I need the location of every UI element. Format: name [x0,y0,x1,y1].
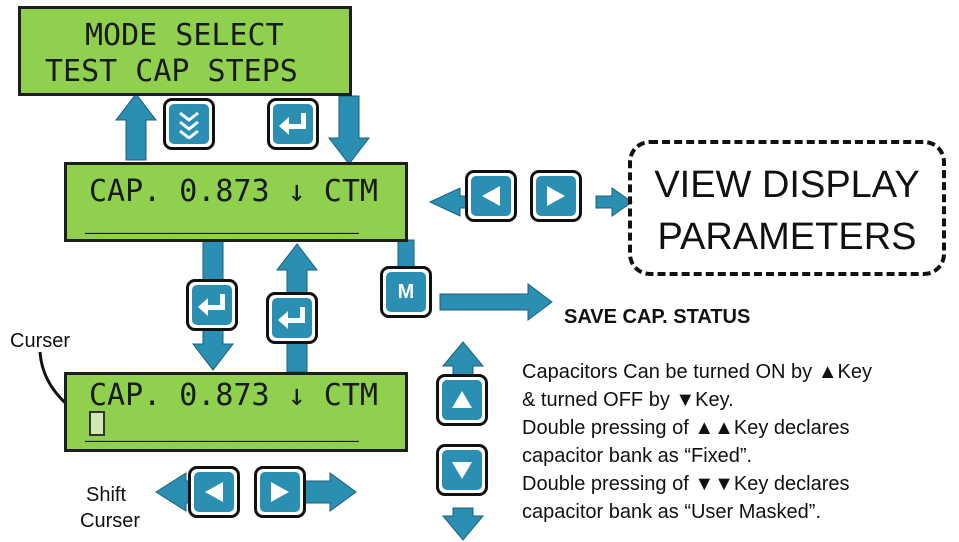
view-display-line2: PARAMETERS [657,216,917,258]
lcd-cap-display: CAP. 0.873 ↓ CTM ________________ [64,162,408,242]
left-key-bottom[interactable] [188,466,240,518]
down-arrow-icon [452,462,472,479]
lcd-edit-line2: ________________ [85,408,359,443]
arrow-to-mode-select [114,93,158,161]
left-key-top[interactable] [465,170,517,222]
description-block: Capacitors Can be turned ON by ▲Key & tu… [522,358,958,526]
right-key-top[interactable] [530,170,582,222]
description-line: capacitor bank as “Fixed”. [522,445,753,467]
arrow-up-key-line [441,341,485,379]
enter-icon [198,294,225,316]
cursor-block [89,411,105,436]
lcd-cap-line1: CAP. 0.873 ↓ CTM [89,174,378,209]
arrow-shift-left [155,472,191,512]
description-line: capacitor bank as “User Masked”. [522,501,822,523]
arrow-shift-right [303,472,357,512]
left-arrow-icon [482,186,500,206]
description-line: Double pressing of ▲▲Key declares [522,417,850,439]
shift-label: Shift [86,484,127,506]
arrow-right-to-view [595,187,633,217]
up-arrow-icon [452,391,472,408]
m-key[interactable]: M [380,266,432,318]
description-line: Double pressing of ▼▼Key declares [522,473,850,495]
right-key-bottom[interactable] [254,466,306,518]
up-key[interactable] [436,374,488,426]
double-down-icon [179,111,199,139]
lcd-mode-line2: TEST CAP STEPS [45,54,298,89]
view-display-line1: VIEW DISPLAY [654,164,920,206]
lcd-mode-line1: MODE SELECT [85,18,284,53]
down-key[interactable] [436,444,488,496]
left-arrow-icon [205,482,223,502]
curser-shift-label: Curser [80,510,141,532]
m-key-label: M [397,280,415,303]
enter-key-left[interactable] [186,279,238,331]
save-cap-status-label: SAVE CAP. STATUS [564,306,751,328]
lcd-cap-edit: CAP. 0.873 ↓ CTM ________________ [64,372,408,452]
arrow-left-to-cap [428,187,471,217]
enter-key-right[interactable] [266,292,318,344]
view-display-box: VIEW DISPLAY PARAMETERS [628,140,946,276]
enter-icon [278,307,305,329]
description-line: Capacitors Can be turned ON by ▲Key [522,361,872,383]
double-down-key[interactable] [163,98,215,150]
lcd-edit-line1: CAP. 0.873 ↓ CTM [89,378,378,413]
lcd-cap-line2: ________________ [85,200,359,235]
curser-label: Curser [10,330,71,352]
enter-icon [279,113,306,135]
arrow-to-save [439,283,553,321]
right-arrow-icon [547,186,565,206]
description-line: & turned OFF by ▼Key. [522,389,734,411]
enter-key-top[interactable] [267,98,319,150]
right-arrow-icon [271,482,289,502]
lcd-mode-select: MODE SELECT TEST CAP STEPS [18,6,352,96]
arrow-from-mode-select [327,95,371,165]
arrow-down-key-line [441,507,485,541]
